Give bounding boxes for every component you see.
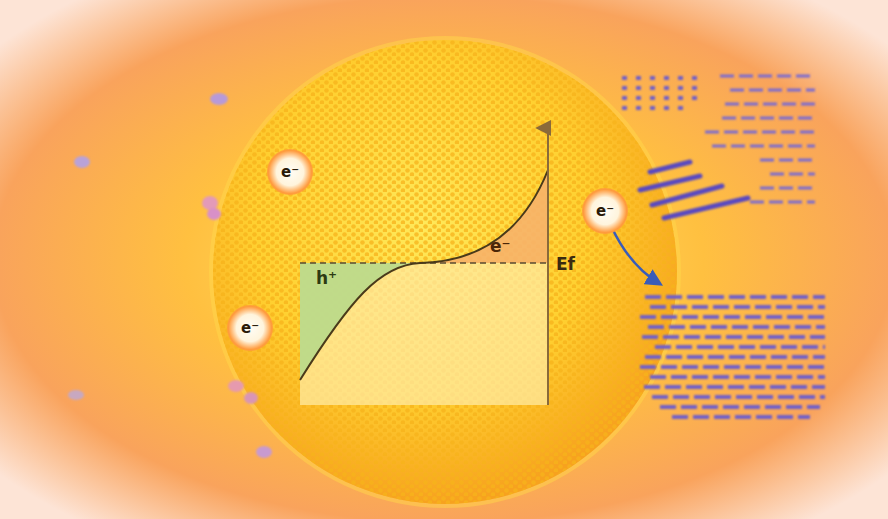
left-molecules <box>68 93 272 458</box>
electron-symbol: e⁻ <box>281 165 299 180</box>
molecule-group <box>622 76 825 417</box>
nanoparticle <box>213 40 677 504</box>
electron-region <box>420 170 548 263</box>
molecule-blob <box>210 93 228 105</box>
electron-symbol: e⁻ <box>241 321 259 336</box>
molecule-blob <box>244 392 258 404</box>
molecule-blob <box>256 446 272 458</box>
energy-axis <box>547 128 549 405</box>
molecule-grid <box>622 78 700 108</box>
molecule-blob <box>202 196 218 210</box>
molecule-bars <box>640 162 748 218</box>
adsorbed-molecules <box>640 297 825 417</box>
hole-label: h⁺ <box>316 270 337 287</box>
hole-region <box>300 263 420 380</box>
electron-marker: e⁻ <box>582 188 628 234</box>
molecule-blob <box>228 380 244 392</box>
electron-marker: e⁻ <box>227 305 273 351</box>
lattice-texture <box>213 40 677 504</box>
molecule-blob <box>68 390 84 400</box>
fermi-level-label: Ef <box>556 256 575 273</box>
band-curve <box>300 170 548 380</box>
molecule-rows <box>705 76 815 202</box>
sphere-halo <box>209 36 681 508</box>
molecule-blob <box>207 208 221 220</box>
electron-region-label: e⁻ <box>490 238 511 255</box>
electron-symbol: e⁻ <box>596 204 614 219</box>
electron-marker: e⁻ <box>267 149 313 195</box>
molecule-blob <box>74 156 90 168</box>
band-region <box>300 263 548 405</box>
transfer-arrow <box>612 228 660 284</box>
